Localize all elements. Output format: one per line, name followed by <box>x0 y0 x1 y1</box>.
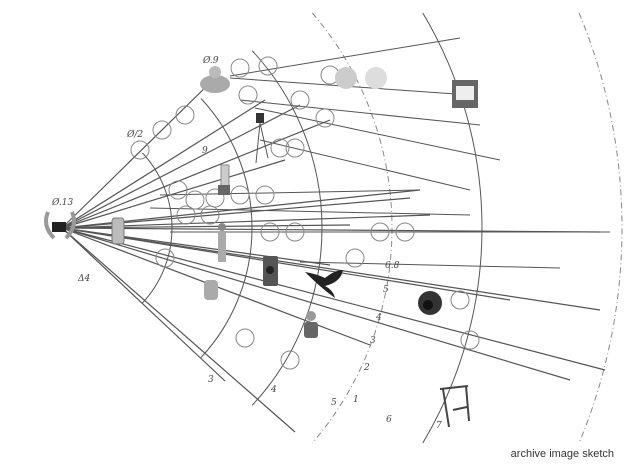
label-r2: 2 <box>363 363 370 373</box>
jug-object <box>111 217 125 245</box>
doll-object <box>304 311 318 338</box>
guide-line <box>254 107 501 161</box>
circle-marker <box>285 138 305 158</box>
bird-object <box>305 270 343 298</box>
blender-object <box>218 164 230 195</box>
label-origin: Ø.13 <box>51 197 73 208</box>
circle-marker <box>168 180 188 200</box>
ray-line <box>61 99 266 229</box>
circle-marker <box>152 120 172 140</box>
circle-marker <box>185 190 205 210</box>
guide-line <box>159 189 421 196</box>
guide-line <box>239 99 481 126</box>
label-r3: 3 <box>370 336 376 346</box>
label-bust: Ø.9 <box>202 55 219 66</box>
circle-marker <box>450 290 470 310</box>
ray-line <box>61 227 571 381</box>
bottle-object <box>204 280 218 300</box>
can-object <box>263 256 278 286</box>
circle-marker <box>285 222 305 242</box>
caption: archive image sketch <box>510 448 614 460</box>
circle-marker <box>176 205 196 225</box>
circle-marker <box>260 222 280 242</box>
circle-marker <box>230 185 250 205</box>
circle-marker <box>345 248 365 268</box>
circle-marker <box>280 350 300 370</box>
guide-line <box>259 139 471 191</box>
tripod-object <box>255 113 269 164</box>
circle-marker <box>395 222 415 242</box>
circle-marker <box>130 140 150 160</box>
label-a5: 5 <box>331 398 337 408</box>
circle-marker <box>230 58 250 78</box>
label-r5: 5 <box>383 285 389 295</box>
ray-line <box>61 227 601 233</box>
distance-arc <box>251 50 323 406</box>
circle-marker <box>235 328 255 348</box>
circle-markers <box>130 56 480 370</box>
label-a3: 3 <box>208 375 214 385</box>
circle-marker <box>460 330 480 350</box>
object-group <box>44 66 478 428</box>
label-a4: 4 <box>270 385 277 395</box>
guide-line <box>299 261 561 269</box>
label-lower-left: Δ4 <box>77 274 90 284</box>
label-upper: Ø/2 <box>126 129 143 140</box>
distance-arc <box>422 12 483 444</box>
label-mid: 9 <box>202 146 208 156</box>
ray-line <box>61 227 601 311</box>
distance-arc <box>578 12 623 444</box>
camera-lens-object <box>418 291 442 315</box>
ray-line <box>61 227 331 266</box>
circle-marker <box>258 56 278 76</box>
label-r68: 6.8 <box>385 261 400 271</box>
distance-arc <box>142 152 173 304</box>
circle-marker <box>155 248 175 268</box>
bust-object <box>200 66 230 93</box>
circle-marker <box>255 185 275 205</box>
circle-marker <box>270 138 290 158</box>
ray-line <box>61 227 606 371</box>
guide-line <box>229 37 461 77</box>
circle-marker <box>315 108 335 128</box>
label-r7: 7 <box>436 421 442 431</box>
horns-object <box>44 211 76 240</box>
buttons-object <box>335 67 387 89</box>
stool-object <box>439 385 470 428</box>
ray-line <box>61 224 351 229</box>
circle-marker <box>370 222 390 242</box>
circle-marker <box>200 205 220 225</box>
ray-group <box>61 37 610 433</box>
figurine-object <box>218 223 226 262</box>
label-r1: 1 <box>353 395 359 405</box>
handwritten-labels: Ø.9 Ø/2 Ø.13 Δ4 9 6.8 5 4 3 2 1 6 7 4 3 … <box>51 55 442 431</box>
label-r4: 4 <box>375 313 382 323</box>
ray-line <box>61 227 296 433</box>
ray-line <box>61 159 286 229</box>
poster-object <box>452 80 478 108</box>
ray-line <box>61 77 216 229</box>
ray-line <box>61 227 226 382</box>
ray-line <box>61 227 511 301</box>
circle-marker <box>290 90 310 110</box>
distance-arc <box>200 98 253 358</box>
circle-marker <box>175 105 195 125</box>
label-r6: 6 <box>386 415 392 425</box>
ray-line <box>61 119 331 229</box>
circle-marker <box>238 85 258 105</box>
